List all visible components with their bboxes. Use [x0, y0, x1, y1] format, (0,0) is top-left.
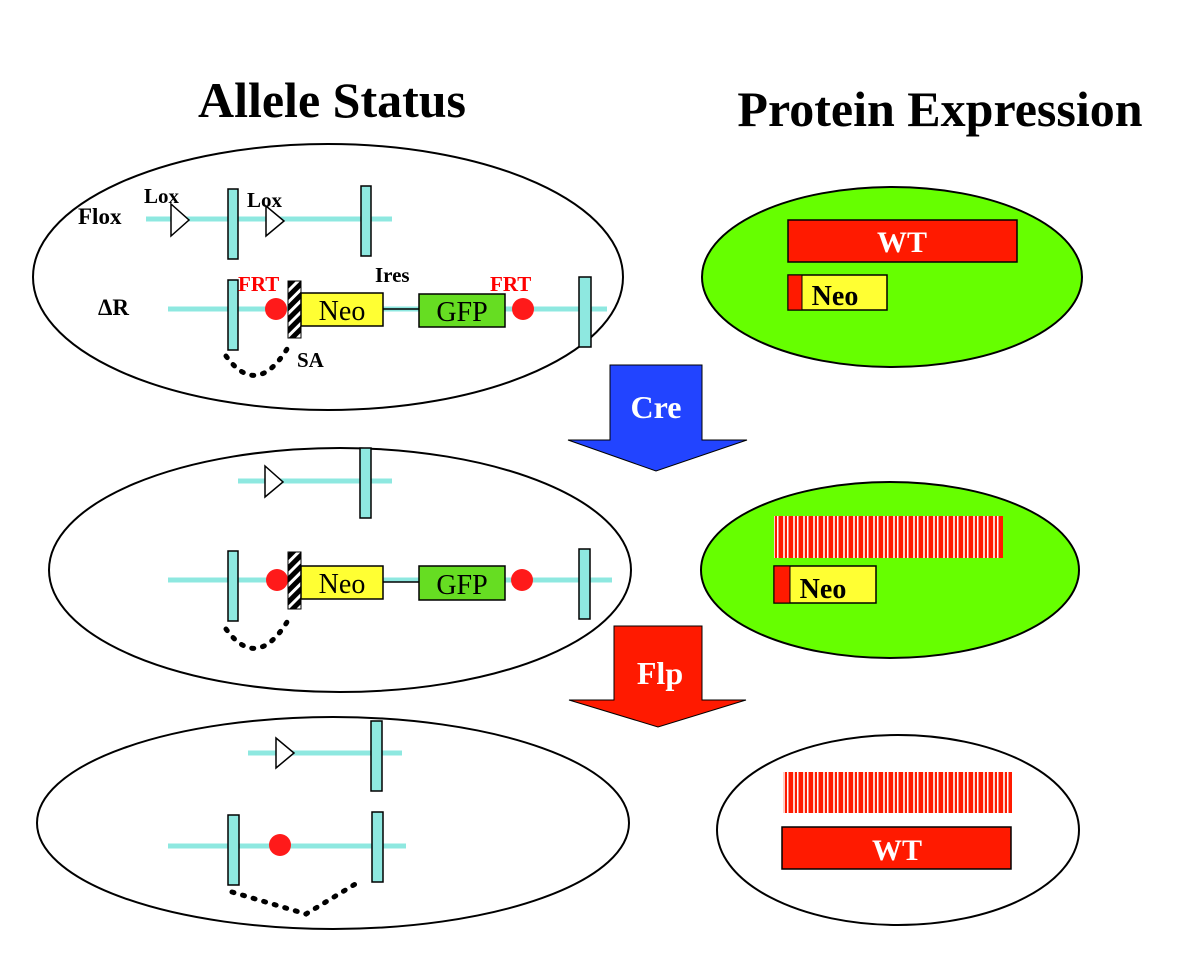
- exon-3: [359, 447, 372, 519]
- allele-cell-2: [48, 447, 632, 693]
- frt-site-3: [269, 834, 291, 856]
- flp-arrow: Flp: [568, 625, 747, 728]
- truncated-protein-bar-3: [783, 772, 1012, 813]
- frt-site-right-2: [511, 569, 533, 591]
- exon-7: [371, 811, 384, 883]
- splice-path-3: [229, 880, 360, 917]
- neo-cassette-2: [300, 565, 384, 600]
- protein-cell-2: [700, 481, 1080, 659]
- neo-protein-tag-2: [773, 565, 791, 604]
- wt-protein-label-1: WT: [877, 226, 927, 259]
- protein-panel-2: Neo: [700, 481, 1080, 659]
- frt-site-right: [512, 298, 534, 320]
- wt-protein-label-3: WT: [872, 834, 922, 867]
- protein-expression-title: Protein Expression: [737, 81, 1142, 137]
- frt-site-left: [265, 298, 287, 320]
- protein-panel-1: WT Neo: [701, 186, 1083, 368]
- delta-r-exon-3: [227, 550, 239, 622]
- flp-arrow-label: Flp: [637, 655, 683, 691]
- neo-protein-tag-1: [787, 274, 803, 311]
- frt-label-right: FRT: [490, 272, 531, 296]
- splice-acceptor-2: [287, 551, 302, 610]
- allele-cell-3: [36, 716, 630, 930]
- neo-label: Neo: [319, 296, 366, 327]
- sa-label: SA: [297, 348, 325, 372]
- neo-label-2: Neo: [319, 569, 366, 600]
- flox-label: Flox: [78, 204, 122, 229]
- allele-panel-1: Flox Lox Lox Neo GFP ΔR FRT FRT Ires SA: [32, 143, 624, 411]
- splice-path-1: [223, 341, 293, 378]
- flp-arrow-shape: [568, 625, 747, 728]
- cre-arrow-shape: [567, 364, 748, 472]
- neo-protein-bar-2: [773, 565, 877, 604]
- protein-cell-1: [701, 186, 1083, 368]
- lox-site-3: [264, 464, 285, 499]
- delta-r-exon-4: [578, 548, 591, 620]
- neo-cassette: [300, 292, 384, 327]
- delta-r-exon-2: [578, 276, 592, 348]
- frt-label-left: FRT: [238, 272, 279, 296]
- allele-panel-3: [36, 716, 630, 930]
- wt-protein-bar-3: [781, 826, 1012, 870]
- gfp-label: GFP: [436, 297, 487, 328]
- exon-5: [370, 720, 383, 792]
- flox-exon-1: [227, 188, 239, 260]
- splice-path-2: [223, 614, 293, 651]
- allele-cell-1: [32, 143, 624, 411]
- lox-site-4: [275, 736, 296, 770]
- gfp-cassette: [418, 293, 506, 328]
- flox-exon-2: [360, 185, 372, 257]
- gfp-label-2: GFP: [436, 570, 487, 601]
- splice-acceptor: [287, 280, 302, 339]
- truncated-protein-bar-2: [774, 516, 1003, 558]
- wt-protein-bar-1: [787, 219, 1018, 263]
- lox-site-2: [265, 204, 286, 238]
- exon-6: [227, 814, 240, 886]
- neo-protein-label-2: Neo: [800, 574, 847, 605]
- protein-panel-3: WT: [716, 734, 1080, 926]
- cre-arrow: Cre: [567, 364, 748, 472]
- frt-site-left-2: [266, 569, 288, 591]
- lox-label-1: Lox: [144, 184, 180, 208]
- lox-site-1: [170, 202, 191, 238]
- protein-cell-3: [716, 734, 1080, 926]
- allele-panel-2: Neo GFP: [48, 447, 632, 693]
- lox-label-2: Lox: [247, 188, 283, 212]
- allele-status-title: Allele Status: [198, 72, 466, 128]
- neo-protein-label-1: Neo: [812, 281, 859, 312]
- delta-r-label: ΔR: [98, 295, 129, 320]
- ires-label: Ires: [375, 263, 410, 287]
- cre-arrow-label: Cre: [631, 389, 682, 425]
- gfp-cassette-2: [418, 565, 506, 601]
- delta-r-exon-1: [227, 279, 239, 351]
